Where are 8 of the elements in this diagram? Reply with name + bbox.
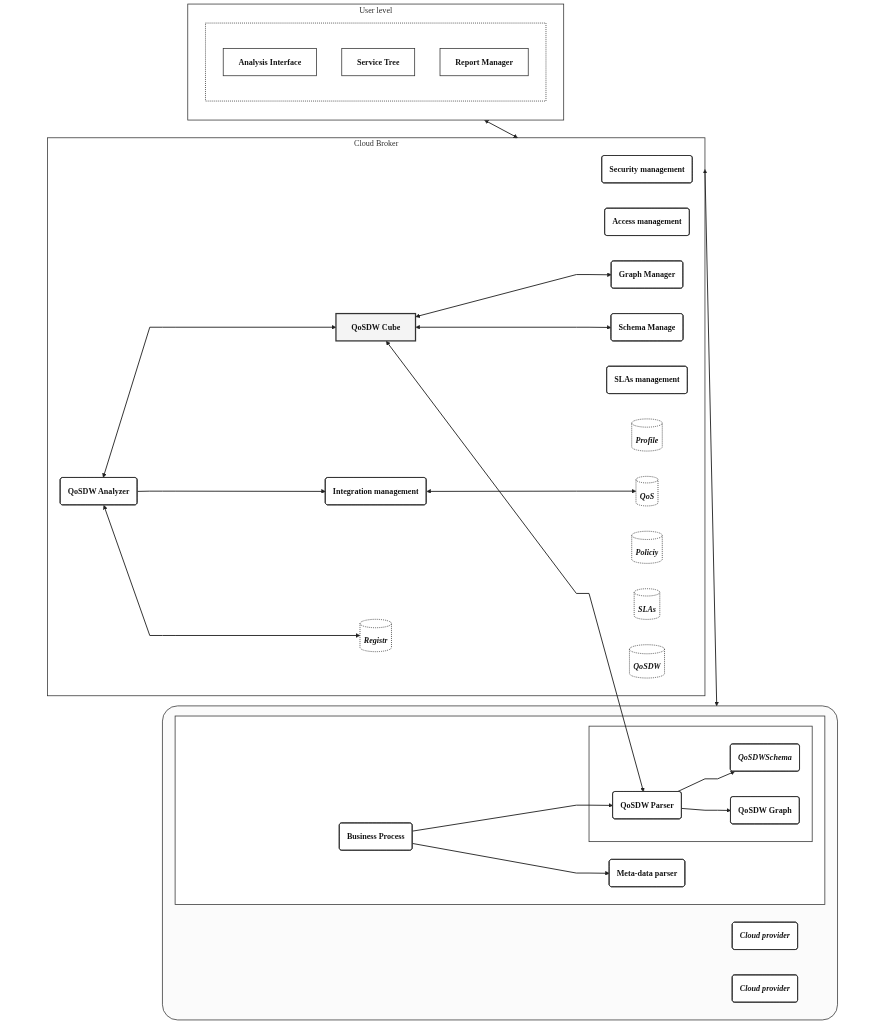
node-box: QoSDW Cube bbox=[335, 312, 417, 342]
node-box: Service Tree bbox=[341, 48, 416, 77]
node-box: Report Manager bbox=[439, 48, 529, 77]
cluster bbox=[162, 705, 838, 1021]
cluster bbox=[205, 22, 547, 102]
node-box: Analysis Interface bbox=[222, 48, 317, 77]
cluster bbox=[588, 725, 813, 842]
cluster bbox=[174, 715, 826, 905]
